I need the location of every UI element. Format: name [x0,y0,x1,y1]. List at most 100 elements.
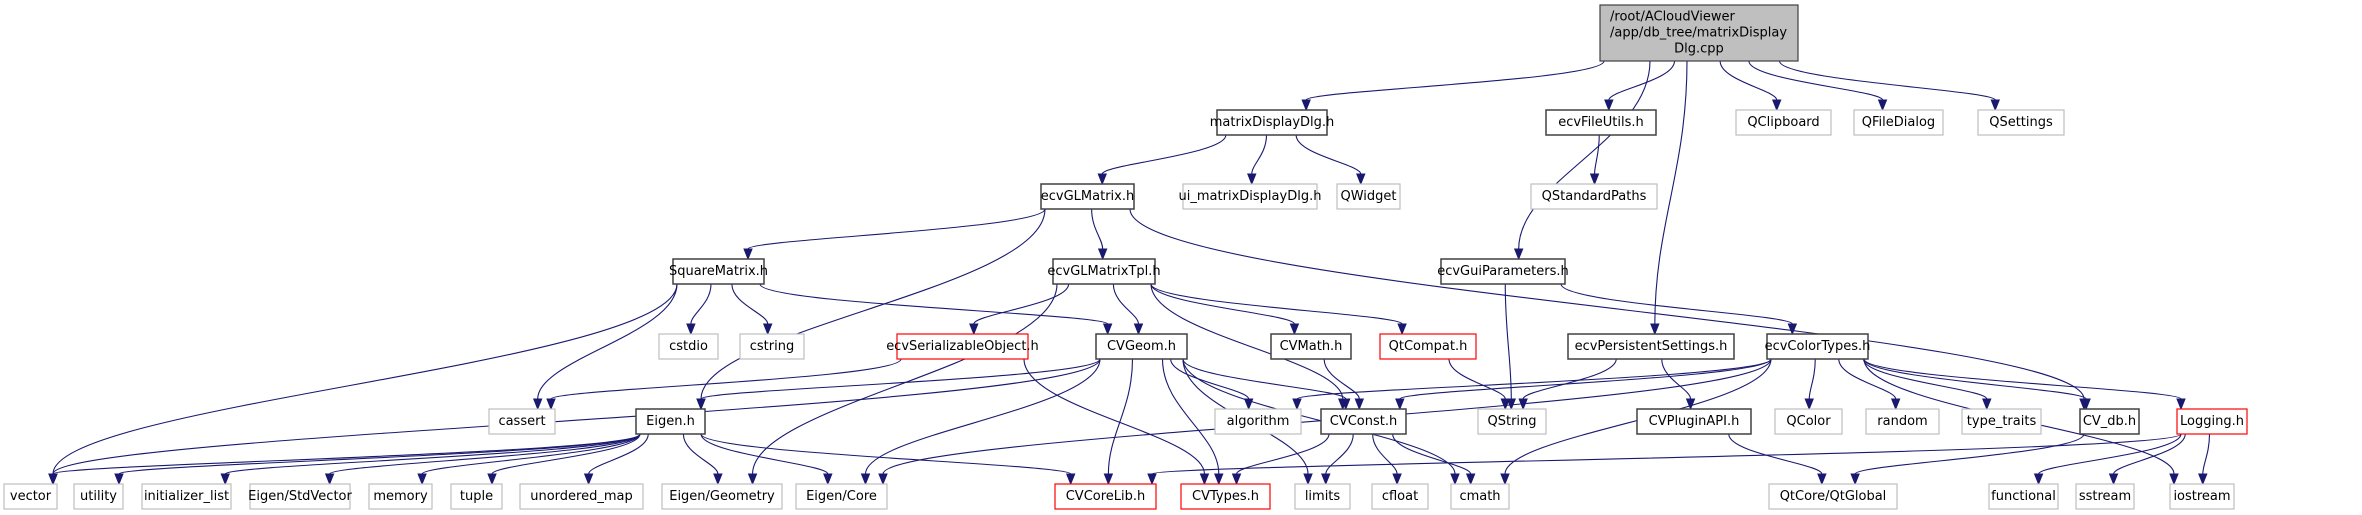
edge-root-to-matrix-display-dlg [1301,60,1605,112]
node-cvconst[interactable]: CVConst.h [1320,408,1407,435]
arrowhead-icon [762,323,773,336]
arrowhead-icon [1097,248,1108,261]
node-square-matrix[interactable]: SquareMatrix.h [669,258,768,285]
node-cvtypes[interactable]: CVTypes.h [1180,483,1271,510]
node-cvplugin-api[interactable]: CVPluginAPI.h [1636,408,1752,435]
node-label: functional [1991,489,2056,504]
node-ecv-glmatrix[interactable]: ecvGLMatrix.h [1040,183,1135,210]
node-ecv-persistent-settings[interactable]: ecvPersistentSettings.h [1567,333,1735,360]
node-ecv-glmatrix-tpl[interactable]: ecvGLMatrixTpl.h [1047,258,1161,285]
edge-line [1399,358,1772,400]
node-label: QClipboard [1747,115,1819,130]
node-qstandard-paths: QStandardPaths [1530,183,1658,210]
arrowhead-icon [969,323,979,336]
edge-line [700,433,829,475]
node-qt-compat[interactable]: QtCompat.h [1379,333,1477,360]
edge-eigen-to-tuple [487,433,641,486]
node-box [368,483,433,510]
node-cvgeom[interactable]: CVGeom.h [1095,333,1188,360]
node-qclipboard: QClipboard [1735,109,1832,136]
arrowhead-icon [1301,99,1311,112]
node-eigen[interactable]: Eigen.h [635,408,706,435]
edge-line [550,358,902,400]
node-ecv-serializable-object[interactable]: ecvSerializableObject.h [886,333,1039,360]
node-label: SquareMatrix.h [669,264,768,279]
edge-line [1661,358,1692,400]
edge-line [1594,134,1600,175]
arrowhead-icon [1356,173,1366,186]
node-cv-db[interactable]: CV_db.h [2079,408,2140,435]
edge-line [224,433,641,475]
node-random: random [1865,408,1940,435]
edge-line [690,283,712,325]
node-box [249,483,351,510]
arrowhead-icon [1065,473,1076,486]
edge-line [2202,433,2211,475]
node-label: vector [10,489,52,504]
arrowhead-icon [1247,173,1257,186]
node-ecv-gui-parameters[interactable]: ecvGuiParameters.h [1437,258,1569,285]
edge-line [588,433,649,475]
arrowhead-icon [1354,398,1365,411]
edge-cvgeom-to-eigen-core [860,358,1101,486]
edge-line [1129,208,2085,400]
node-ecv-color-types[interactable]: ecvColorTypes.h [1765,333,1871,360]
edge-cvgeom-to-cmath [1182,358,1460,486]
node-label: limits [1305,489,1341,504]
edge-ecv-persistent-settings-to-cvplugin-api [1661,358,1696,411]
edge-ecv-color-types-to-algorithm [1292,358,1772,411]
edge-ecv-glmatrix-tpl-to-cvmath [1150,283,1300,336]
node-label: QStandardPaths [1542,189,1647,204]
node-matrix-display-dlg[interactable]: matrixDisplayDlg.h [1210,109,1335,136]
edge-line [1182,358,1456,475]
edge-cvgeom-to-cvconst [1182,358,1351,411]
edge-eigen-to-vector [48,433,641,486]
arrowhead-icon [713,473,723,486]
edge-line [2038,433,2182,475]
node-label: ui_matrixDisplayDlg.h [1179,189,1322,204]
edge-logging-to-functional [2033,433,2182,486]
node-box [1216,109,1328,136]
edge-line [759,283,1109,325]
edge-line [682,433,719,475]
edge-cvgeom-to-cvtypes [1161,358,1224,486]
node-root[interactable]: /root/ACloudViewer/app/db_tree/matrixDis… [1599,4,1799,62]
edge-line [1518,60,1651,250]
node-box [488,408,556,435]
edge-cvplugin-api-to-qt-core-qt-global [1728,433,1827,486]
node-box [2176,408,2248,435]
edge-ecv-color-types-to-cvconst [1395,358,1772,411]
edge-line [1728,433,1823,475]
node-ecv-file-utils[interactable]: ecvFileUtils.h [1545,109,1657,136]
node-cvmath[interactable]: CVMath.h [1270,333,1352,360]
edges-layer [48,60,2211,486]
node-label: Eigen/Geometry [669,489,775,504]
arrowhead-icon [686,323,696,336]
node-label: cmath [1459,489,1500,504]
arrowhead-icon [324,473,335,486]
arrowhead-icon [1817,473,1827,486]
edge-ecv-color-types-to-random [1838,358,1901,411]
arrowhead-icon [583,473,594,486]
node-eigen-geometry: Eigen/Geometry [661,483,783,510]
node-label: matrixDisplayDlg.h [1210,115,1335,130]
node-logging[interactable]: Logging.h [2176,408,2248,435]
node-iostream: iostream [2169,483,2235,510]
edge-line [747,208,1046,250]
edge-root-to-qclipboard [1719,60,1782,112]
edge-line [1863,358,2087,400]
node-qfile-dialog: QFileDialog [1853,109,1944,136]
edge-ecv-glmatrix-tpl-to-qt-compat [1150,283,1407,336]
edge-ecv-glmatrix-to-square-matrix [743,208,1046,261]
node-label: CVConst.h [1330,414,1397,429]
node-box [1768,483,1898,510]
arrowhead-icon [1199,473,1210,486]
node-box [1977,109,2065,136]
edge-root-to-qsettings [1778,60,2000,112]
arrowhead-icon [860,473,871,486]
node-cvcore-lib[interactable]: CVCoreLib.h [1054,483,1157,510]
arrowhead-icon [1787,323,1798,336]
edge-root-to-qfile-dialog [1748,60,1888,112]
node-type-traits: type_traits [1961,408,2042,435]
node-label: ecvGuiParameters.h [1437,264,1569,279]
